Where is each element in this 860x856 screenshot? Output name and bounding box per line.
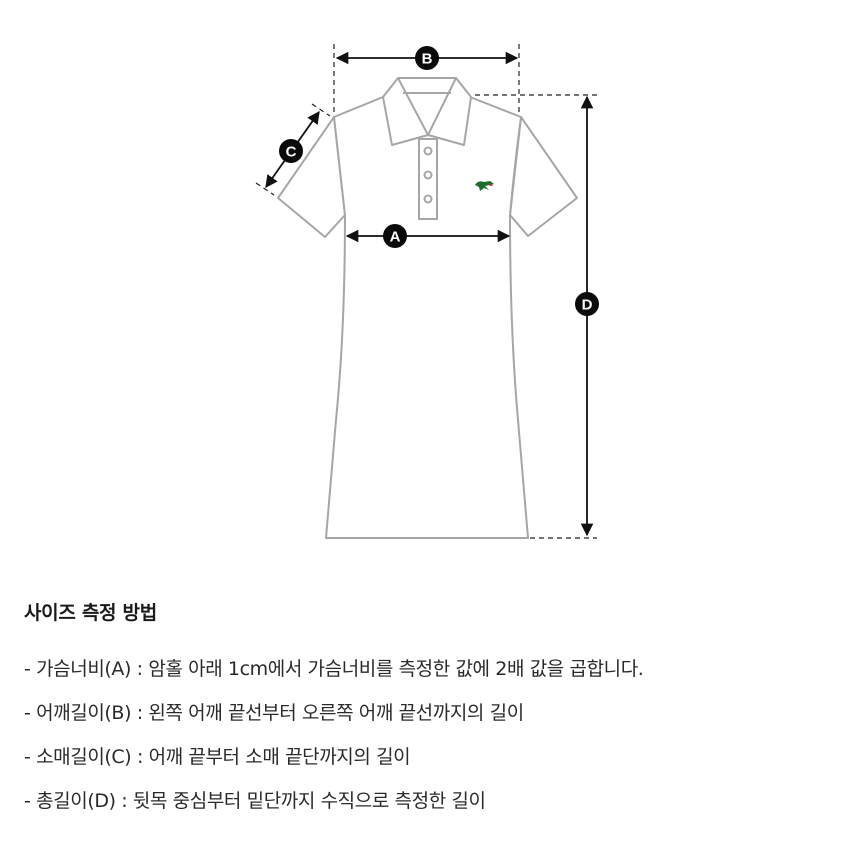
button-2 (423, 170, 433, 180)
marker-b: B (415, 46, 439, 70)
svg-text:D: D (582, 297, 593, 314)
dress-body (325, 96, 529, 539)
collar (382, 77, 472, 146)
marker-a: A (383, 224, 407, 248)
guide-title: 사이즈 측정 방법 (24, 602, 157, 624)
guide-item-sleeve: - 소매길이(C) : 어깨 끝부터 소매 끝단까지의 길이 (24, 746, 411, 768)
svg-text:B: B (422, 51, 433, 68)
marker-d: D (575, 292, 599, 316)
left-sleeve (277, 116, 346, 238)
svg-text:C: C (286, 144, 297, 161)
guide-item-length: - 총길이(D) : 뒷목 중심부터 밑단까지 수직으로 측정한 길이 (24, 790, 486, 812)
guide-item-chest: - 가슴너비(A) : 암홀 아래 1cm에서 가슴너비를 측정한 값에 2배 … (24, 658, 644, 680)
button-1 (423, 146, 433, 156)
dress-outline (277, 77, 578, 539)
guide-lines (255, 44, 597, 539)
guide-item-shoulder: - 어깨길이(B) : 왼쪽 어깨 끝선부터 오른쪽 어깨 끝선까지의 길이 (24, 702, 524, 724)
svg-text:A: A (390, 229, 401, 246)
marker-c: C (279, 139, 303, 163)
button-3 (423, 194, 433, 204)
size-diagram: B A C D (255, 44, 599, 539)
crocodile-logo-icon (475, 181, 494, 191)
collar-inner (397, 77, 457, 136)
guide-list: - 가슴너비(A) : 암홀 아래 1cm에서 가슴너비를 측정한 값에 2배 … (24, 647, 844, 823)
right-sleeve (509, 116, 578, 237)
size-guide: 사이즈 측정 방법 - 가슴너비(A) : 암홀 아래 1cm에서 가슴너비를 … (24, 597, 844, 823)
